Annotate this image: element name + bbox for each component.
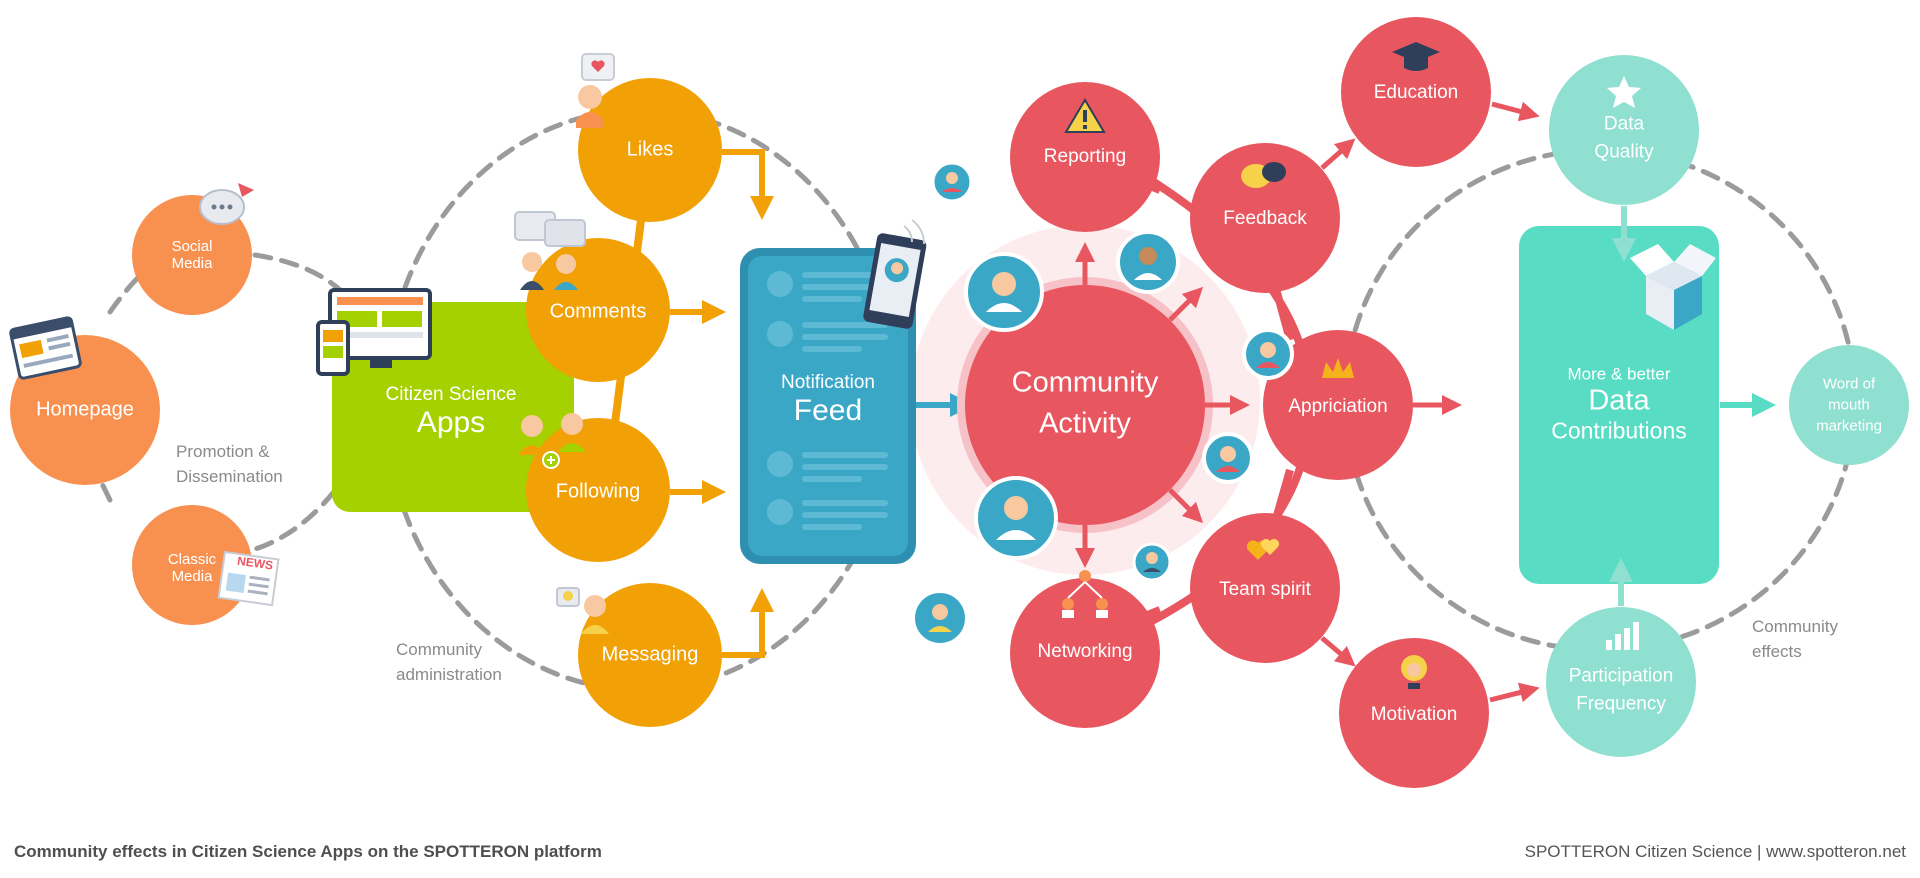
star-icon (1607, 76, 1641, 108)
messaging-node[interactable] (578, 583, 722, 727)
community-activity-node[interactable] (965, 285, 1205, 525)
following-label: Following (555, 480, 641, 503)
lightbulb-icon (1401, 655, 1427, 689)
team-spirit-node[interactable] (1190, 513, 1340, 663)
speech-bubbles-icon (1241, 162, 1286, 188)
messaging-person-icon (556, 587, 609, 634)
participation-frequency-node[interactable] (1546, 607, 1696, 757)
likes-arrow (722, 149, 774, 220)
appreciation-node[interactable] (1263, 330, 1413, 480)
comments-label: Comments (549, 300, 647, 323)
likes-node[interactable] (578, 78, 722, 222)
networking-node[interactable] (1010, 578, 1160, 728)
team-spirit-label: Team spirit (1219, 579, 1311, 601)
messaging-label: Messaging (601, 643, 699, 666)
user-avatar-badges (911, 161, 1294, 647)
network-people-icon (1062, 570, 1108, 618)
promotion-caption: Promotion &Dissemination (176, 442, 283, 486)
messaging-arrow (722, 588, 774, 658)
open-box-icon (1630, 244, 1716, 330)
education-label: Education (1373, 82, 1459, 104)
data-quality-node[interactable] (1549, 55, 1699, 205)
networking-label: Networking (1037, 641, 1133, 663)
homepage-label: Homepage (36, 398, 134, 421)
apps-label: Citizen Science Apps (385, 383, 517, 439)
education-node[interactable] (1341, 17, 1491, 167)
word-of-mouth-node[interactable] (1789, 345, 1909, 465)
motivation-node[interactable] (1339, 638, 1489, 788)
motivation-label: Motivation (1370, 704, 1458, 726)
devices-icon (316, 288, 432, 376)
reporting-node[interactable] (1010, 82, 1160, 232)
comments-people-icon (514, 211, 586, 290)
hearts-icon (1246, 539, 1280, 560)
newspaper-icon (217, 550, 280, 607)
graduation-cap-icon (1392, 42, 1440, 71)
feedback-label: Feedback (1223, 208, 1307, 230)
data-contributions-label: More & better Data Contributions (1551, 364, 1687, 444)
reporting-label: Reporting (1043, 146, 1127, 168)
browser-icon (9, 316, 82, 380)
appreciation-label: Appriciation (1288, 396, 1388, 418)
feedback-node[interactable] (1190, 143, 1340, 293)
warning-icon (1064, 98, 1106, 133)
comments-node[interactable] (526, 238, 670, 382)
likes-label: Likes (626, 138, 674, 161)
phone-icon (863, 233, 927, 329)
chat-bubble-icon (199, 183, 254, 225)
footer-caption: Community effects in Citizen Science App… (14, 842, 602, 861)
feed-list-items (767, 271, 888, 530)
following-node[interactable] (526, 418, 670, 562)
follow-people-icon (518, 413, 586, 469)
footer-credit: SPOTTERON Citizen Science | www.spottero… (1524, 842, 1906, 861)
crown-icon (1322, 358, 1354, 378)
bar-chart-icon (1606, 622, 1639, 650)
feed-label: Notification Feed (781, 371, 875, 427)
likes-person-icon (576, 53, 615, 128)
